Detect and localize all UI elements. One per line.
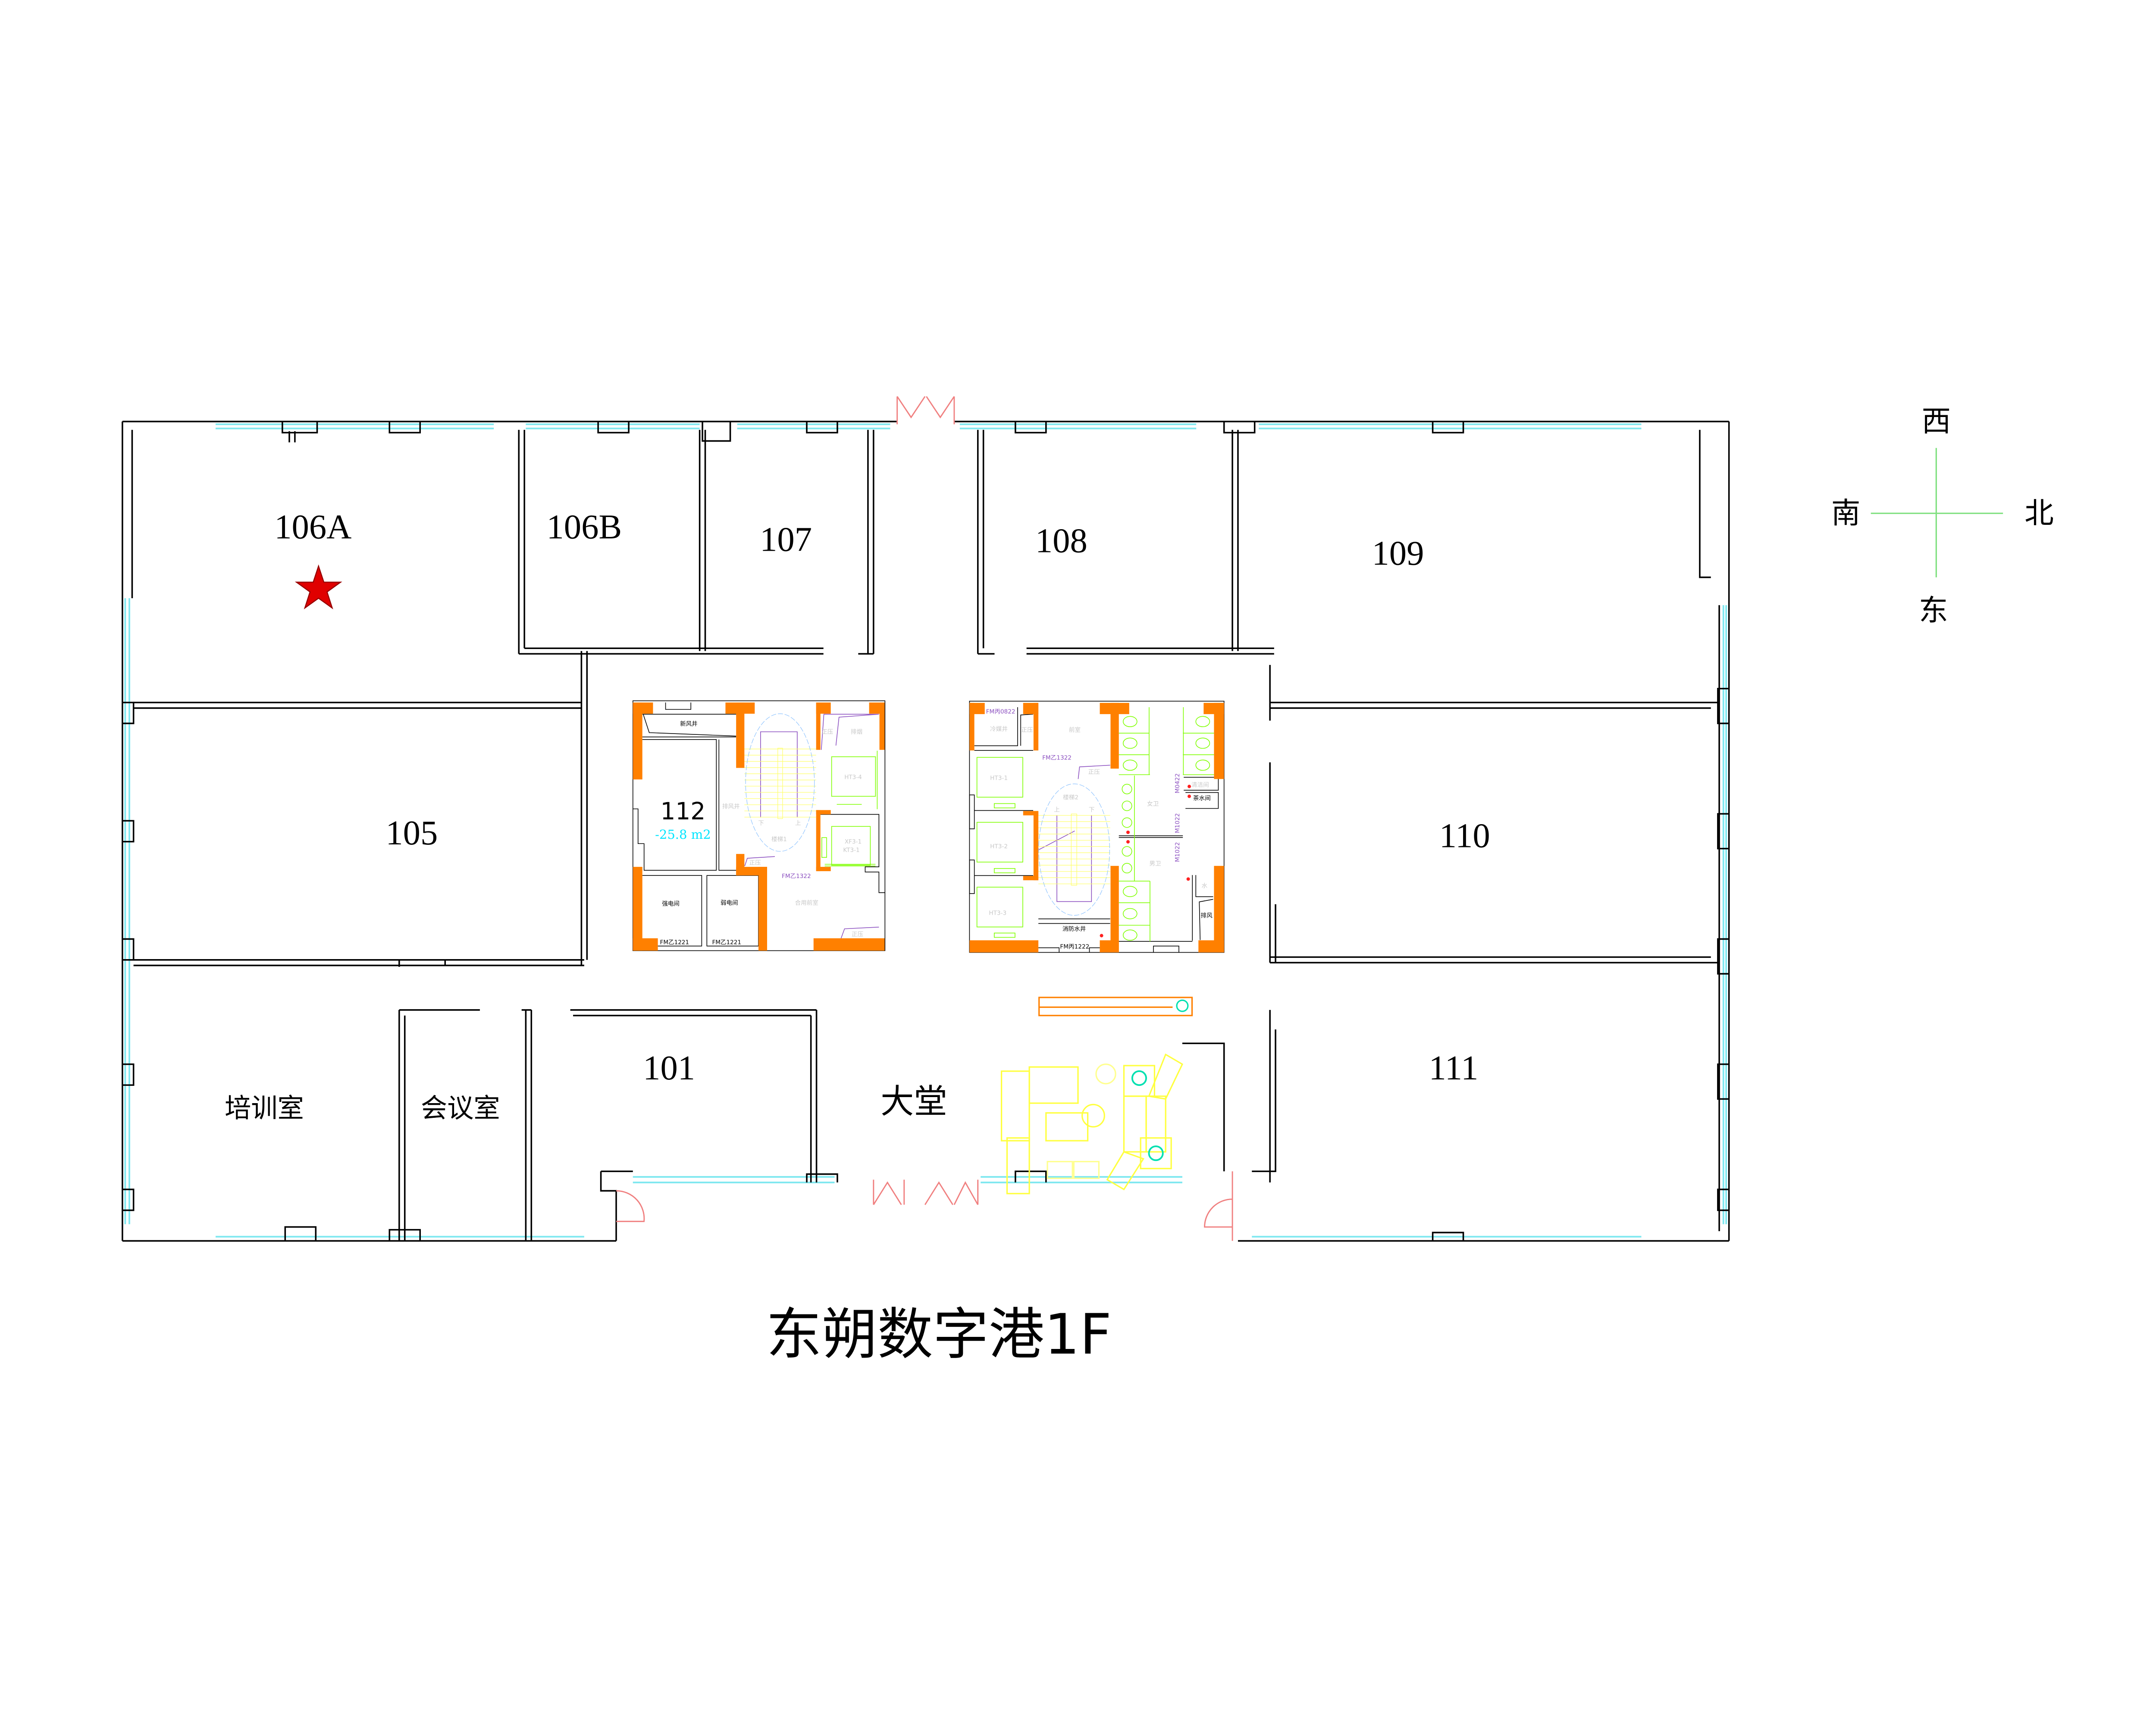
label-stair: 楼梯1 <box>771 836 787 843</box>
plant-icon <box>1148 1145 1164 1161</box>
label-pressurization: 正压 <box>852 931 863 938</box>
label-water: 水 <box>1202 882 1208 889</box>
label-stair-up: 上 <box>795 820 801 827</box>
label-stair: 楼梯2 <box>1063 794 1078 801</box>
room-label-112[interactable]: 112 <box>661 797 706 825</box>
label-elevator: HT3-4 <box>844 774 862 781</box>
room-label-101[interactable]: 101 <box>643 1049 695 1087</box>
label-stair-down: 下 <box>758 820 764 827</box>
label-smoke-exhaust: 排烟 <box>851 729 862 736</box>
doors <box>616 396 1233 1241</box>
core-right: FM丙0822 冷媒井 正压 前室 FM乙1322 正压 楼梯2 上 下 HT3… <box>969 701 1225 953</box>
room-label-107[interactable]: 107 <box>760 520 812 558</box>
label-elevator: HT3-3 <box>989 910 1006 916</box>
main-entrance-door-bottom[interactable] <box>873 1179 979 1205</box>
label-stair-up: 上 <box>1054 806 1060 813</box>
label-pressurization: 正压 <box>1088 768 1100 775</box>
exterior-walls <box>122 420 1730 1242</box>
compass-north: 北 <box>2024 496 2054 530</box>
label-stair-down: 下 <box>1089 806 1095 813</box>
side-door-left[interactable] <box>616 1190 645 1222</box>
room-area-112: -25.8 m2 <box>655 827 711 842</box>
label-refrigerant-shaft: 冷媒井 <box>990 726 1008 733</box>
room-label-111[interactable]: 111 <box>1429 1049 1478 1087</box>
label-exhaust-shaft: 排风井 <box>722 803 740 810</box>
compass: 西 南 北 东 <box>1831 404 2054 627</box>
label-door-code: M1022 <box>1174 813 1181 833</box>
compass-west: 西 <box>1921 404 1951 438</box>
label-fresh-air-shaft: 新风井 <box>680 721 698 728</box>
floor-drain-icons <box>1100 784 1191 938</box>
drain-icon <box>1176 999 1189 1012</box>
label-pressurization: 正压 <box>749 859 761 866</box>
label-mens-restroom: 男卫 <box>1149 860 1161 867</box>
toilet-icons <box>1122 716 1210 941</box>
label-elevator: XF3-1 <box>845 838 862 845</box>
label-door-code: FM乙1322 <box>782 873 811 880</box>
label-tea-room: 茶水间 <box>1193 795 1211 802</box>
label-elevator: HT3-1 <box>990 775 1008 781</box>
room-label-meeting-room[interactable]: 会议室 <box>421 1093 500 1123</box>
room-label-106b[interactable]: 106B <box>546 508 622 546</box>
room-label-training-room[interactable]: 培训室 <box>225 1093 304 1123</box>
room-label-109[interactable]: 109 <box>1372 534 1424 573</box>
label-exhaust: 排风 <box>1201 912 1213 919</box>
label-elevator: HT3-2 <box>990 843 1008 850</box>
label-anteroom: 前室 <box>1069 726 1081 734</box>
core-left: 新风井 排风井 强电间 弱电间 FM乙1221 FM乙1221 FM乙1322 … <box>632 700 886 951</box>
room-label-106a[interactable]: 106A <box>274 508 351 546</box>
room-label-lobby[interactable]: 大堂 <box>881 1082 947 1121</box>
label-door-code: M1022 <box>1174 842 1181 862</box>
label-strong-electric-room: 强电间 <box>662 900 680 907</box>
label-cleaning-room: 清洁间 <box>1191 781 1209 788</box>
label-weak-electric-room: 弱电间 <box>721 900 738 906</box>
plant-icon <box>1131 1070 1147 1086</box>
label-pressurization: 正压 <box>1021 727 1033 734</box>
main-entrance-door-top[interactable] <box>896 396 955 424</box>
label-pressurization: 正压 <box>821 729 833 736</box>
room-label-108[interactable]: 108 <box>1035 522 1087 560</box>
label-door-code: FM丙1222 <box>1060 944 1089 950</box>
page-title: 东朔数字港1F <box>766 1302 1112 1367</box>
label-elevator: KT3-1 <box>843 847 859 853</box>
label-door-code: FM乙1221 <box>712 939 741 946</box>
sink-icons <box>1122 784 1132 874</box>
room-labels: 106A 106B 107 108 109 105 110 101 111 培训… <box>225 508 1490 1123</box>
compass-south: 南 <box>1831 496 1861 530</box>
room-label-110[interactable]: 110 <box>1439 817 1490 855</box>
label-door-code: FM丙0822 <box>986 709 1015 715</box>
side-door-right[interactable] <box>1204 1171 1233 1241</box>
star-icon[interactable] <box>295 564 342 609</box>
label-womens-restroom: 女卫 <box>1147 800 1159 808</box>
interior-walls <box>133 430 1720 1241</box>
label-shared-lobby: 合用前室 <box>795 899 818 906</box>
label-fire-water-shaft: 消防水井 <box>1062 926 1086 933</box>
lobby-furniture <box>1000 997 1193 1195</box>
label-door-code: M0422 <box>1174 773 1181 793</box>
room-label-105[interactable]: 105 <box>385 814 438 852</box>
label-door-code: FM乙1322 <box>1042 754 1072 761</box>
compass-east: 东 <box>1919 593 1948 627</box>
label-door-code: FM乙1221 <box>660 939 689 946</box>
